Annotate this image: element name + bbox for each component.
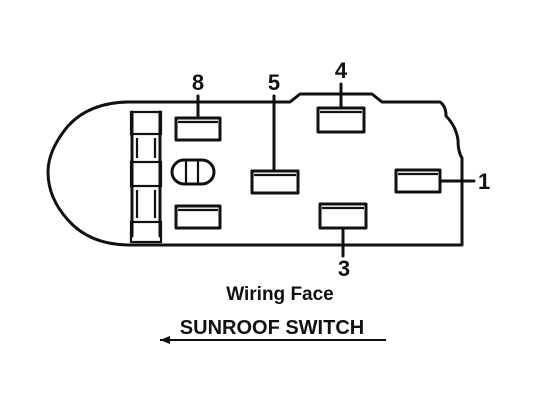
diagram-subtitle: Wiring Face [226,284,334,305]
terminal-cavity-4 [316,106,366,134]
terminal-cavity-5 [250,169,300,195]
terminal-cavity-lower-left [174,204,222,230]
terminal-label-3: 3 [338,256,350,281]
connector-housing [46,92,464,247]
terminal-cavity-1 [394,168,442,194]
diagram-title: SUNROOF SWITCH [180,317,364,339]
terminal-cavity-3 [318,202,368,230]
title-underline-arrow [160,336,170,344]
terminal-label-1: 1 [478,169,490,194]
terminal-label-5: 5 [268,70,280,95]
terminal-label-8: 8 [192,70,204,95]
terminal-cavity-8 [174,116,222,142]
latch-column [129,110,163,244]
terminal-label-4: 4 [335,58,348,83]
polarization-key [170,158,216,186]
